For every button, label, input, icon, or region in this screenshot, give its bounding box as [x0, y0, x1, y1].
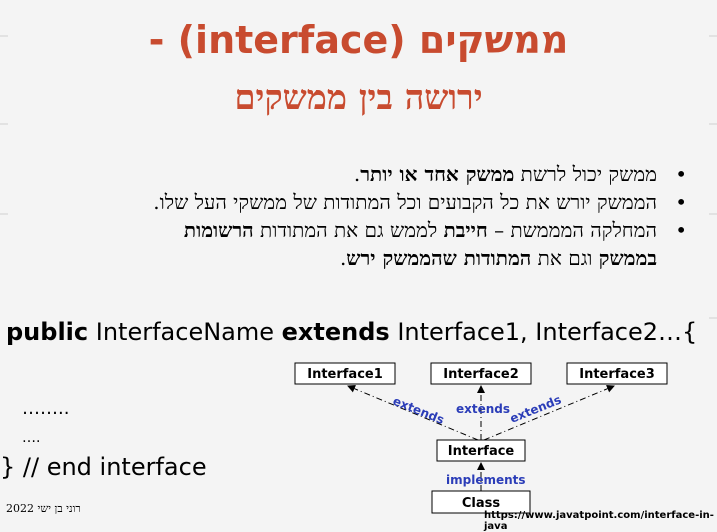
slide-title: - (interface) ממשקים	[148, 18, 569, 62]
bullet-3-text-c: וגם את	[531, 246, 599, 270]
box-interface1-label: Interface1	[307, 367, 383, 382]
box-interface2	[430, 362, 532, 385]
bullet-3-bold-2: הרשומות	[183, 218, 254, 242]
bullet-2-text: הממשק יורש את כל הקבועים וכל המתודות של …	[153, 190, 657, 214]
code-signature: public InterfaceName extends Interface1,…	[6, 318, 697, 346]
bullet-3-bold-4: המתודות שהממשק ירש	[346, 246, 532, 270]
bullet-1-text-a: ממשק יכול לרשת	[514, 162, 657, 186]
bullet-3-text-a: המחלקה המממשת –	[487, 218, 657, 242]
slide-subtitle: ירושה בין ממשקים	[234, 78, 483, 118]
source-url: https://www.javatpoint.com/interface-in-…	[484, 510, 714, 532]
code-end-line: } // end interface	[0, 453, 207, 481]
keyword-extends: extends	[281, 318, 390, 346]
code-interface-name: InterfaceName	[88, 318, 282, 346]
box-interface-label: Interface	[448, 444, 515, 459]
edge-extends-mid-label: extends	[456, 402, 510, 416]
footer-author: רוני בן ישי 2022	[6, 502, 81, 515]
bullet-3-text-b: לממש גם את המתודות	[253, 218, 444, 242]
bullet-1-text-bold: ממשק אחד או יותר	[360, 162, 515, 186]
code-body-dots-short: ….	[22, 430, 41, 446]
keyword-public: public	[6, 318, 89, 346]
edge-extends-right-label: extends	[508, 393, 563, 426]
box-interface2-label: Interface2	[443, 367, 519, 382]
box-interface1	[294, 362, 396, 385]
code-body-dots: ……..	[22, 398, 70, 419]
box-interface3	[566, 362, 668, 385]
bullet-item-1: ממשק יכול לרשת ממשק אחד או יותר.	[20, 160, 695, 188]
bullet-item-3: המחלקה המממשת – חייבת לממש גם את המתודות…	[20, 216, 695, 272]
box-interface3-label: Interface3	[579, 367, 655, 382]
edge-implements-label: implements	[446, 473, 526, 487]
edge-extends-right	[483, 384, 615, 441]
bullet-3-text-d: .	[339, 246, 347, 270]
edge-extends-left	[347, 384, 479, 441]
bullet-3-bold-1: חייבת	[443, 218, 488, 242]
bullet-item-2: הממשק יורש את כל הקבועים וכל המתודות של …	[20, 188, 695, 216]
bullet-list: ממשק יכול לרשת ממשק אחד או יותר. הממשק י…	[20, 160, 695, 272]
bullet-3-bold-3: בממשק	[598, 246, 657, 270]
box-class-label: Class	[462, 496, 501, 511]
bullet-1-text-b: .	[353, 162, 361, 186]
edge-extends-left-label: extends	[391, 394, 446, 427]
code-parents: Interface1, Interface2…{	[389, 318, 698, 346]
